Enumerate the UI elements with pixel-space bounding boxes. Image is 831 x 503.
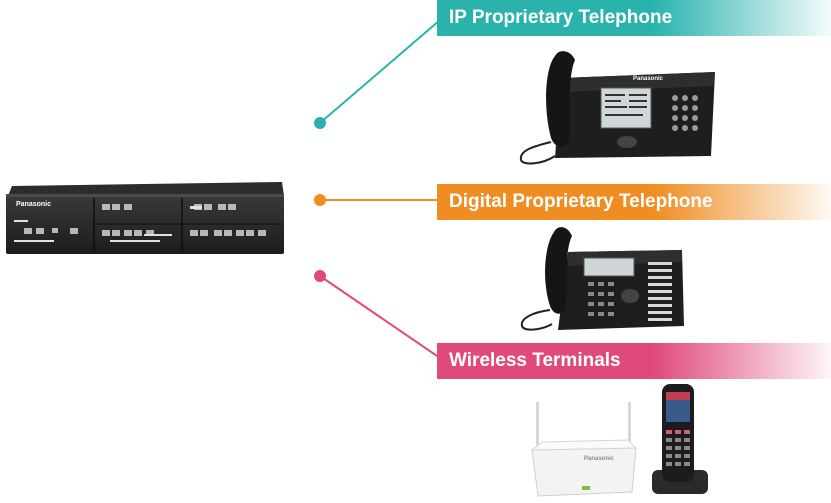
wireless-handset-drawing [652,384,708,494]
connector-dot-ip [314,117,326,129]
connector-line-wireless [319,275,441,359]
digital-telephone-image [518,222,686,334]
ip-telephone-drawing [519,51,715,165]
connector-line-ip [319,19,441,124]
base-station-brand: Panasonic [584,456,615,462]
banner-wireless-terminals: Wireless Terminals [437,343,831,379]
ip-telephone-brand: Panasonic [633,76,664,82]
banner-digital-label: Digital Proprietary Telephone [449,191,713,212]
ip-telephone-image: Panasonic [515,38,715,166]
banner-ip-telephone: IP Proprietary Telephone [437,0,831,36]
connector-dot-digital [314,194,326,206]
banner-digital-telephone: Digital Proprietary Telephone [437,184,831,220]
connector-dot-wireless [314,270,326,282]
pbx-unit-drawing [6,182,284,254]
banner-ip-label: IP Proprietary Telephone [449,7,673,28]
digital-telephone-drawing [520,227,684,331]
banner-wireless-label: Wireless Terminals [449,350,621,371]
pbx-brand-logo: Panasonic [16,201,52,208]
wireless-base-station-drawing [530,402,638,497]
wireless-handset-image [648,382,710,498]
pbx-main-unit: Panasonic [4,182,286,256]
wireless-base-station-image: Panasonic [528,400,640,498]
